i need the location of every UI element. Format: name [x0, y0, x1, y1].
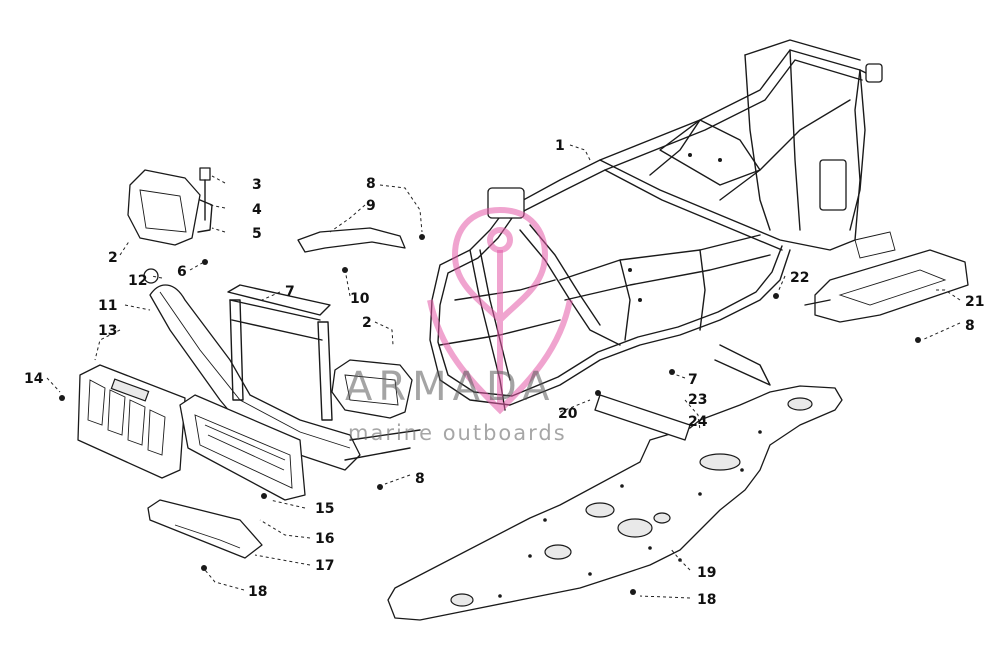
callout-24: 24 [688, 414, 708, 430]
callout-9: 9 [366, 198, 376, 214]
lower-shield [179, 394, 306, 501]
footrest [804, 231, 969, 323]
fasteners [59, 234, 921, 595]
headlight-center [331, 359, 413, 419]
callout-19: 19 [697, 565, 716, 581]
anchor-ring-icon [487, 227, 513, 253]
bracket-9 [297, 227, 406, 253]
callout-18-right: 18 [697, 592, 716, 608]
callout-10: 10 [350, 291, 370, 307]
callout-12: 12 [128, 273, 147, 289]
main-frame [429, 39, 883, 411]
callout-22: 22 [790, 270, 809, 286]
watermark: ARMADA marine outboards [345, 206, 573, 445]
callout-8-bottom: 8 [415, 471, 425, 487]
callout-7-left: 7 [285, 284, 295, 300]
callout-16: 16 [315, 531, 334, 547]
callout-11: 11 [98, 298, 117, 314]
callout-4: 4 [252, 202, 262, 218]
callout-labels: 1 2 2 3 4 5 6 7 7 8 8 8 9 10 11 12 13 14… [24, 138, 984, 608]
callout-6: 6 [177, 264, 187, 280]
headlight-upper [127, 167, 213, 246]
side-rail [594, 344, 771, 441]
callout-7-right: 7 [688, 372, 698, 388]
callout-8-top: 8 [366, 176, 376, 192]
callout-17: 17 [315, 558, 334, 574]
anchor-logo-icon [427, 206, 573, 415]
watermark-brand: ARMADA [345, 364, 556, 410]
callout-2-center: 2 [362, 315, 372, 331]
callout-1: 1 [555, 138, 565, 154]
callout-2-upper: 2 [108, 250, 118, 266]
callout-8-right: 8 [965, 318, 975, 334]
watermark-tagline: marine outboards [348, 421, 567, 445]
side-guard [147, 499, 263, 559]
callout-20: 20 [558, 406, 578, 422]
callout-23: 23 [688, 392, 707, 408]
callout-18-left: 18 [248, 584, 267, 600]
leader-lines [46, 144, 961, 599]
callout-21: 21 [965, 294, 984, 310]
callout-15: 15 [315, 501, 334, 517]
callout-3: 3 [252, 177, 262, 193]
callout-13: 13 [98, 323, 117, 339]
callout-14: 14 [24, 371, 44, 387]
grille [77, 364, 186, 479]
callout-5: 5 [252, 226, 262, 242]
skid-plate [387, 385, 843, 621]
